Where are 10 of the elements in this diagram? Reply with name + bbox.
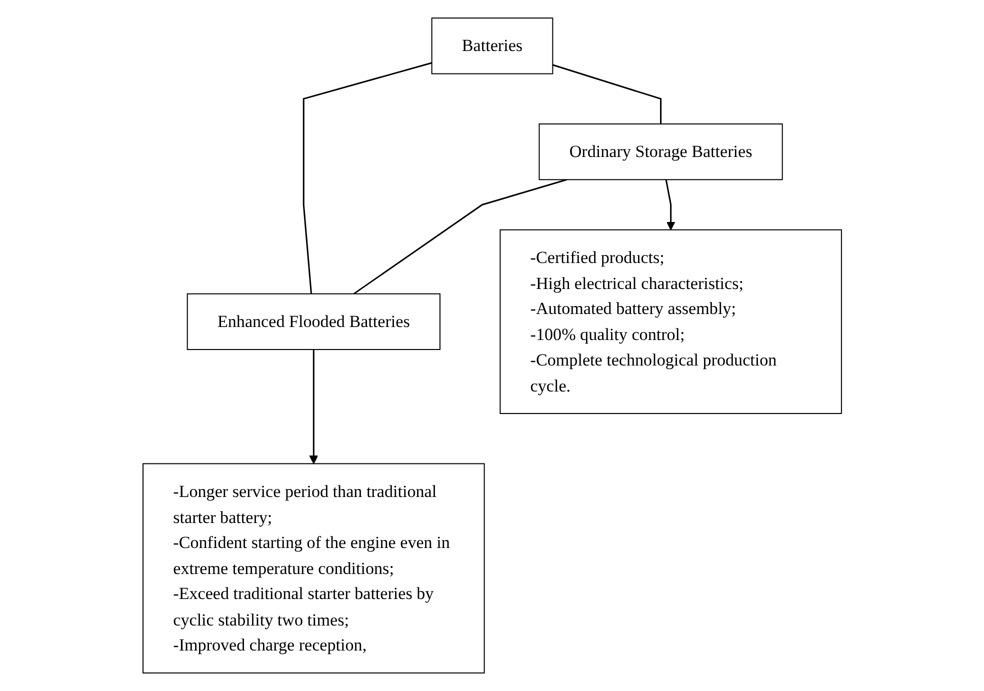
node-box: Ordinary Storage Batteries — [538, 123, 783, 180]
arrow — [309, 350, 318, 464]
connector — [552, 64, 662, 124]
arrow — [665, 180, 675, 230]
connector — [353, 178, 567, 294]
node-box: Enhanced Flooded Batteries — [186, 293, 440, 350]
node-box: Batteries — [431, 18, 553, 74]
node-box: -Longer service period than traditional starter battery; -Confident starting of the engine even in extreme temperature conditions; -Exceed traditional starter batteries by cyclic stability two times; -Improved charge reception, — [142, 463, 485, 674]
node-box: -Certified products; -High electrical characteristics; -Automated battery assembly; -100% quality control; -Complete technological production cycle. — [499, 229, 842, 414]
connector — [302, 62, 432, 294]
